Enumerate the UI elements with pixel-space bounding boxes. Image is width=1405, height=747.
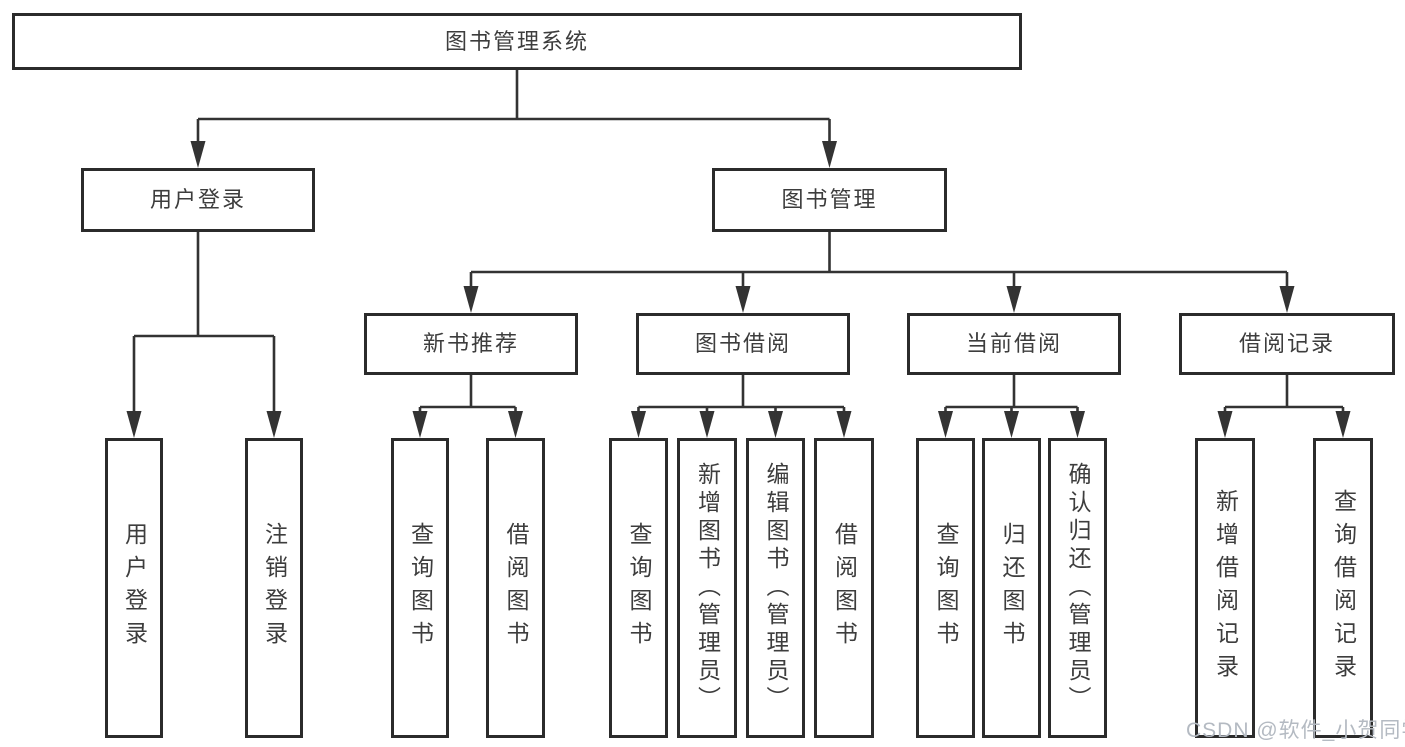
box-bb-query-books: 查询图书: [609, 438, 668, 738]
edge-new-book-rec: [418, 375, 517, 418]
box-nb-query-books: 查询图书: [391, 438, 449, 738]
box-br-query-record: 查询借阅记录: [1313, 438, 1373, 738]
arrowhead-icon: [836, 411, 852, 438]
arrowhead-icon: [822, 141, 837, 168]
box-label-current-borrow: 当前借阅: [965, 331, 1062, 356]
box-user-login: 用户登录: [81, 168, 315, 232]
arrowhead-icon: [735, 286, 751, 313]
edge-book-mgmt: [469, 232, 1289, 293]
box-label-nb-query-books: 查询图书: [407, 522, 434, 654]
edge-user-login: [132, 232, 276, 418]
csdn-watermark: CSDN @软件_小贺同学: [1186, 719, 1405, 742]
edge-current-borrow: [944, 375, 1079, 418]
box-label-book-mgmt: 图书管理: [781, 187, 878, 212]
box-bb-edit-books: 编辑图书（管理员）: [746, 438, 805, 738]
arrowhead-icon: [1335, 411, 1351, 438]
box-label-borrow-records: 借阅记录: [1238, 331, 1335, 356]
box-label-user-login: 用户登录: [149, 187, 246, 212]
arrowhead-icon: [412, 411, 428, 438]
box-label-cb-query-books: 查询图书: [933, 522, 959, 654]
arrowhead-icon: [938, 411, 953, 438]
edge-root: [196, 70, 831, 148]
box-new-book-rec: 新书推荐: [364, 313, 578, 375]
box-root: 图书管理系统: [12, 13, 1022, 70]
box-label-cb-return-books: 归还图书: [999, 522, 1025, 654]
box-cb-query-books: 查询图书: [916, 438, 975, 738]
box-label-br-add-record: 新增借阅记录: [1212, 489, 1239, 687]
box-leaf-user-login: 用户登录: [105, 438, 163, 738]
arrowhead-icon: [768, 411, 783, 438]
arrowhead-icon: [1004, 411, 1019, 438]
arrowhead-icon: [1279, 286, 1295, 313]
box-bb-borrow-books: 借阅图书: [814, 438, 874, 738]
box-label-bb-edit-books: 编辑图书（管理员）: [763, 462, 789, 714]
arrowhead-icon: [126, 411, 142, 438]
arrowhead-icon: [266, 411, 282, 438]
box-label-bb-borrow-books: 借阅图书: [831, 522, 858, 654]
box-label-nb-borrow-books: 借阅图书: [503, 522, 529, 654]
box-label-bb-query-books: 查询图书: [626, 522, 652, 654]
box-label-cb-confirm-return: 确认归还（管理员）: [1065, 462, 1091, 714]
box-cb-confirm-return: 确认归还（管理员）: [1048, 438, 1107, 738]
edge-borrow-records: [1223, 375, 1345, 418]
box-current-borrow: 当前借阅: [907, 313, 1121, 375]
box-label-new-book-rec: 新书推荐: [422, 331, 519, 356]
box-label-leaf-user-login: 用户登录: [121, 522, 148, 654]
box-borrow-records: 借阅记录: [1179, 313, 1395, 375]
arrowhead-icon: [1006, 286, 1022, 313]
box-br-add-record: 新增借阅记录: [1195, 438, 1255, 738]
box-leaf-logout: 注销登录: [245, 438, 303, 738]
arrowhead-icon: [463, 286, 479, 313]
box-bb-add-books: 新增图书（管理员）: [677, 438, 737, 738]
box-label-bb-add-books: 新增图书（管理员）: [694, 462, 721, 714]
arrowhead-icon: [631, 411, 646, 438]
arrowhead-icon: [1217, 411, 1233, 438]
arrowhead-icon: [508, 411, 523, 438]
box-book-mgmt: 图书管理: [712, 168, 947, 232]
box-nb-borrow-books: 借阅图书: [486, 438, 545, 738]
box-cb-return-books: 归还图书: [982, 438, 1041, 738]
arrowhead-icon: [699, 411, 715, 438]
box-label-br-query-record: 查询借阅记录: [1330, 489, 1357, 687]
arrowhead-icon: [190, 141, 206, 168]
arrowhead-icon: [1070, 411, 1085, 438]
edge-book-borrow: [637, 375, 846, 418]
box-label-leaf-logout: 注销登录: [261, 522, 288, 654]
box-label-book-borrow: 图书借阅: [694, 331, 791, 356]
box-label-root: 图书管理系统: [444, 28, 589, 54]
box-book-borrow: 图书借阅: [636, 313, 850, 375]
